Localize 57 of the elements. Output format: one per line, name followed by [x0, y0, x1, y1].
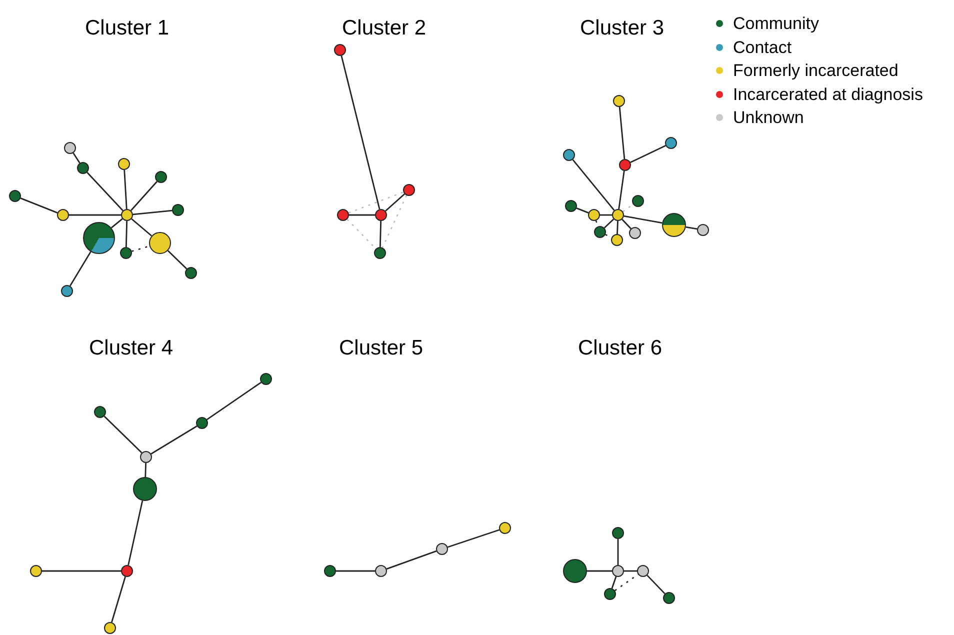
legend-label: Unknown	[733, 109, 804, 126]
cluster-title: Cluster 2	[342, 18, 426, 38]
network-link	[611, 576, 617, 589]
network-link	[72, 152, 80, 164]
network-link	[572, 159, 615, 211]
legend-label: Formerly incarcerated	[733, 62, 898, 80]
network-link	[576, 208, 589, 214]
network-link	[618, 106, 626, 160]
network-link	[379, 220, 382, 248]
network-link	[132, 210, 172, 216]
network-link	[686, 226, 698, 230]
network-link	[348, 192, 404, 214]
network-link	[646, 574, 666, 594]
network-link	[111, 576, 126, 622]
network-link	[20, 198, 58, 214]
network-link	[42, 570, 121, 572]
network-link	[622, 204, 634, 212]
network-link	[132, 245, 150, 252]
network-link	[86, 172, 124, 212]
network-link	[382, 195, 408, 248]
network-link	[144, 462, 147, 478]
network-link	[624, 570, 637, 572]
network-link	[130, 181, 158, 211]
network-link	[622, 218, 632, 230]
network-link	[385, 193, 405, 212]
legend-label: Community	[733, 15, 819, 32]
network-link	[604, 218, 614, 228]
network-link	[104, 416, 142, 454]
network-link	[206, 382, 262, 420]
network-link	[125, 220, 128, 248]
network-link	[128, 500, 144, 566]
network-link	[70, 251, 92, 286]
network-link	[336, 570, 375, 572]
network-link	[69, 214, 121, 216]
network-link	[447, 529, 500, 548]
network-link	[600, 214, 612, 216]
network-link	[587, 570, 612, 572]
cluster-title: Cluster 5	[338, 338, 424, 358]
network-link	[167, 250, 188, 270]
network-link	[150, 426, 198, 454]
legend-label: Contact	[733, 38, 792, 56]
network-link	[349, 214, 375, 216]
network-link	[124, 170, 128, 210]
network-link	[386, 550, 437, 570]
network-link	[630, 144, 666, 164]
cluster-title: Cluster 4	[88, 338, 174, 358]
legend-label: Incarcerated at diagnosis	[733, 86, 923, 103]
network-link	[616, 220, 618, 234]
cluster-title: Cluster 6	[578, 338, 662, 358]
network-link	[340, 56, 380, 210]
network-link	[624, 215, 662, 224]
cluster-title: Cluster 1	[84, 18, 170, 38]
network-link	[617, 539, 619, 565]
network-link	[618, 170, 625, 210]
cluster-title: Cluster 3	[580, 18, 664, 38]
network-link	[110, 218, 123, 228]
network-link	[131, 218, 152, 236]
